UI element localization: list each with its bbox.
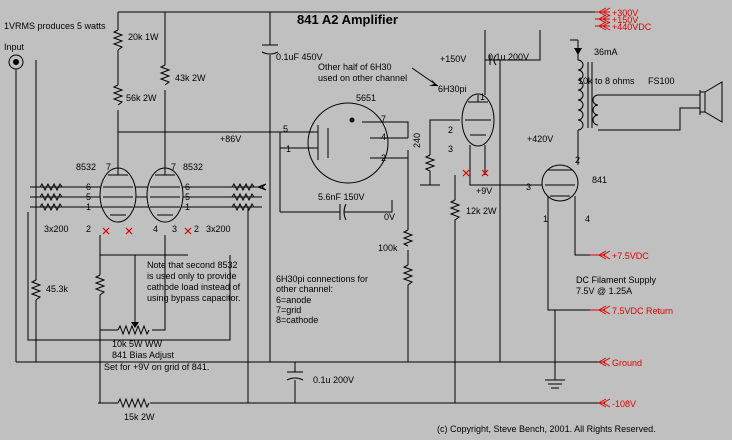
label-5651: 5651 (356, 93, 376, 103)
label-100k: 100k (378, 243, 398, 253)
label-3x200-right: 3x200 (206, 224, 231, 234)
label-bias-adjust: 841 Bias Adjust (112, 350, 175, 360)
label-45k: 45.3k (46, 284, 69, 294)
text-labels: 841 A2 Amplifier 1VRMS produces 5 watts … (4, 8, 675, 434)
circuit-wires (15, 11, 701, 404)
label-plus9v: +9V (476, 186, 492, 196)
label-10k-to-8-ohms: 10k to 8 ohms (578, 76, 635, 86)
pin-6a: 6 (86, 182, 91, 192)
pin-5a: 5 (86, 192, 91, 202)
tube-5651 (300, 102, 392, 184)
pin-5-5651: 5 (283, 124, 288, 134)
note-line-3: cathode load instead of (147, 282, 241, 292)
capacitors (261, 44, 497, 381)
resistors (30, 29, 461, 409)
label-56k-2w: 56k 2W (126, 93, 157, 103)
label-8532-b: 8532 (183, 162, 203, 172)
schematic-title: 841 A2 Amplifier (297, 12, 398, 27)
label-8532-a: 8532 (76, 162, 96, 172)
label-240: 240 (412, 133, 422, 148)
input-label: Input (4, 42, 25, 52)
note-line-2: is used only to provide (147, 271, 237, 281)
label-0v: 0V (384, 212, 395, 222)
pin-2a: 2 (86, 224, 91, 234)
label-3x200-left: 3x200 (44, 224, 69, 234)
label-15k-2w: 15k 2W (124, 412, 155, 422)
pin-7b: 7 (171, 162, 176, 172)
pin-1-5651: 1 (286, 144, 291, 154)
label-filament-rating: 7.5V @ 1.25A (576, 286, 632, 296)
other-half-line-1: Other half of 6H30 (318, 62, 392, 72)
note-line-1: Note that second 8532 (147, 260, 238, 270)
pinout-line-5: 8=cathode (276, 315, 318, 325)
label-43k-2w: 43k 2W (175, 73, 206, 83)
label-20k-1w: 20k 1W (128, 32, 159, 42)
label-841: 841 (592, 175, 607, 185)
pin-5b: 5 (185, 192, 190, 202)
rail-ground: Ground (612, 358, 642, 368)
pin-6b: 6 (185, 182, 190, 192)
pin-4b: 4 (153, 224, 158, 234)
rail-440vdc: +440VDC (612, 22, 652, 32)
pin-1a: 1 (86, 202, 91, 212)
pin-1b: 1 (185, 202, 190, 212)
speaker-icon (699, 81, 723, 123)
label-fs100: FS100 (648, 76, 675, 86)
label-cap-01u-200v: 0.1u 200V (313, 375, 354, 385)
label-36ma: 36mA (594, 47, 618, 57)
label-12k-2w: 12k 2W (466, 206, 497, 216)
ground-icon (545, 379, 565, 389)
pin-2-6h30: 2 (448, 125, 453, 135)
other-half-line-2: used on other channel (318, 73, 407, 83)
label-dc-filament: DC Filament Supply (576, 275, 657, 285)
pin-4-5651: 4 (381, 132, 386, 142)
copyright: (c) Copyright, Steve Bench, 2001. All Ri… (437, 424, 656, 434)
pointer-arrow-icon (411, 67, 439, 87)
label-plus86v: +86V (220, 134, 241, 144)
pin-4-841: 4 (585, 214, 590, 224)
pin-7-5651: 7 (381, 114, 386, 124)
note-line-4: using bypass capacitor. (147, 293, 241, 303)
power-rail-arrows (590, 7, 611, 408)
label-bias-set: Set for +9V on grid of 841. (104, 362, 209, 372)
label-pot-10k-5w: 10k 5W WW (112, 339, 163, 349)
label-plus420v: +420V (527, 134, 553, 144)
label-plus150v: +150V (440, 54, 466, 64)
output-transformer (570, 39, 599, 131)
tube-841 (541, 164, 579, 202)
pinout-line-3: 6=anode (276, 295, 311, 305)
tube-6h30 (461, 93, 495, 177)
pinout-line-2: other channel: (276, 284, 333, 294)
pin-1-841: 1 (543, 214, 548, 224)
pin-1-6h30: 1 (480, 92, 485, 102)
label-cap-01uf-450v: 0.1uF 450V (276, 52, 323, 62)
pin-3-6h30: 3 (448, 144, 453, 154)
pin-2b: 2 (194, 224, 199, 234)
label-6h30pi: 6H30pi (438, 84, 467, 94)
rail-300v: +300V (612, 8, 638, 18)
tube-8532-a (99, 167, 137, 235)
pin-2-841: 2 (575, 155, 580, 165)
pin-2-5651: 2 (381, 153, 386, 163)
rail-75vdc-return: 7.5VDC Return (612, 306, 673, 316)
drive-note: 1VRMS produces 5 watts (4, 21, 106, 31)
input-jack-icon (8, 54, 24, 70)
pinout-line-1: 6H30pi connections for (276, 274, 368, 284)
label-cap-56nf: 5.6nF 150V (318, 192, 365, 202)
tube-8532-b (146, 167, 192, 235)
rail-150v: +150V (612, 15, 638, 25)
rail-75vdc: +7.5VDC (612, 251, 649, 261)
rail-neg108v: -108V (612, 399, 636, 409)
pin-3b: 3 (172, 224, 177, 234)
label-cap-01u-200v-a: 0.1u 200V (488, 52, 529, 62)
pin-7a: 7 (106, 162, 111, 172)
pinout-line-4: 7=grid (276, 305, 301, 315)
pin-3-841: 3 (526, 182, 531, 192)
